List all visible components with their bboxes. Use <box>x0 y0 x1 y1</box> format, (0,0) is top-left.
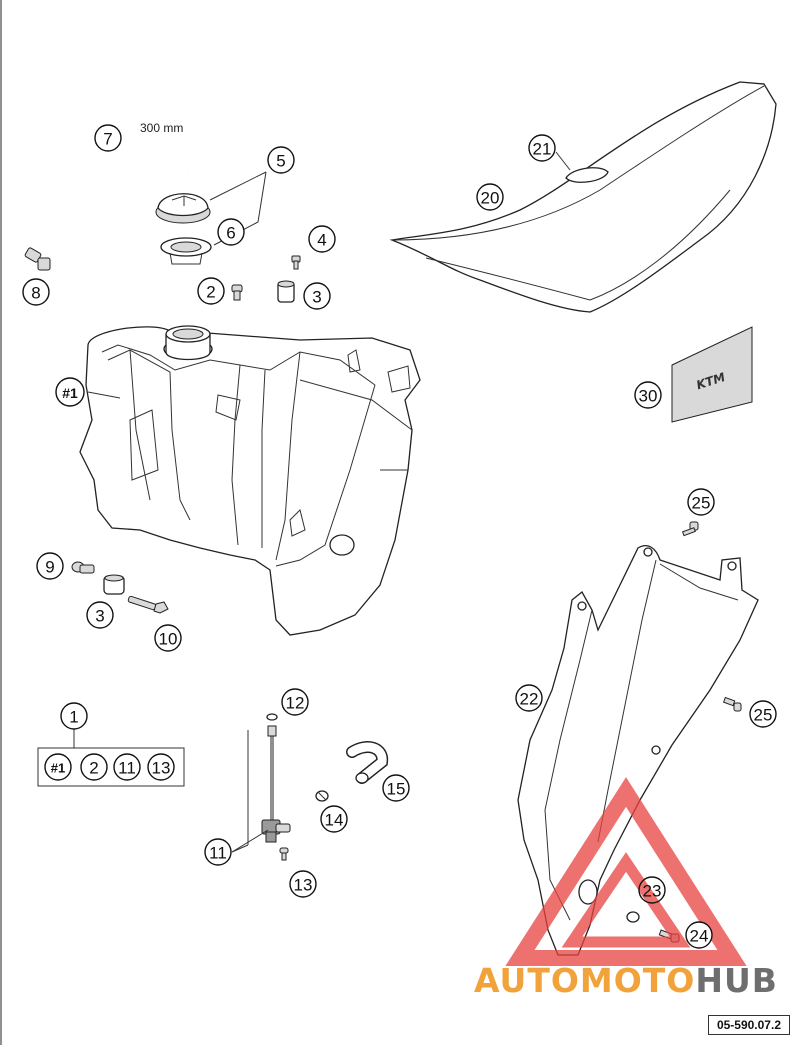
callout-1[interactable]: 1 <box>60 702 88 730</box>
svg-text:10: 10 <box>159 630 178 649</box>
callout-24[interactable]: 24 <box>685 921 713 949</box>
svg-text:24: 24 <box>690 927 709 946</box>
bolt-top <box>291 255 301 270</box>
svg-text:1: 1 <box>69 708 78 727</box>
callout-14[interactable]: 14 <box>320 805 348 833</box>
callout-11[interactable]: 11 <box>204 838 232 866</box>
callout-3-top[interactable]: 3 <box>303 282 331 310</box>
callout-10[interactable]: 10 <box>154 624 182 652</box>
callout-4[interactable]: 4 <box>308 225 336 253</box>
svg-text:20: 20 <box>481 189 500 208</box>
watermark-logo <box>505 777 747 966</box>
callout-6[interactable]: 6 <box>217 218 245 246</box>
callout-7[interactable]: 7 <box>94 124 122 152</box>
callout-22[interactable]: 22 <box>515 684 543 712</box>
callout-2-top[interactable]: 2 <box>197 277 225 305</box>
svg-text:13: 13 <box>152 759 171 778</box>
hose-length-label: 300 mm <box>140 121 183 135</box>
fuel-hose <box>346 741 389 784</box>
svg-text:15: 15 <box>387 780 406 799</box>
callout-23[interactable]: 23 <box>638 876 666 904</box>
callout-25-upper[interactable]: 25 <box>687 488 715 516</box>
screw-mid <box>71 561 95 574</box>
vent-hose <box>63 142 189 249</box>
svg-text:11: 11 <box>118 759 136 778</box>
svg-text:6: 6 <box>226 224 235 243</box>
svg-text:9: 9 <box>45 558 54 577</box>
fuel-cap <box>155 193 211 224</box>
svg-text:#1: #1 <box>51 761 65 776</box>
svg-text:4: 4 <box>317 231 326 250</box>
cap-seal <box>160 237 212 265</box>
svg-text:13: 13 <box>294 876 313 895</box>
svg-text:7: 7 <box>103 130 112 149</box>
callout-9[interactable]: 9 <box>36 552 64 580</box>
hose-clamp <box>315 790 329 802</box>
panel-bolt-right <box>722 696 742 712</box>
svg-text:2: 2 <box>206 283 215 302</box>
callout-15[interactable]: 15 <box>382 774 410 802</box>
svg-text:25: 25 <box>692 494 711 513</box>
screw-top <box>231 284 243 301</box>
bushing-top <box>277 280 295 303</box>
callout-tank[interactable]: #1 <box>55 377 85 407</box>
svg-text:2: 2 <box>89 759 98 778</box>
callout-20[interactable]: 20 <box>476 183 504 211</box>
o-ring <box>266 713 278 721</box>
leader-seat-badge <box>555 151 571 171</box>
callout-13[interactable]: 13 <box>289 870 317 898</box>
callout-30[interactable]: 30 <box>634 381 662 409</box>
callout-kit-11[interactable]: 11 <box>113 753 141 781</box>
tap-screw <box>279 847 289 861</box>
bushing-lower <box>103 574 125 595</box>
leader-tank <box>87 391 121 399</box>
svg-text:5: 5 <box>276 152 285 171</box>
seat <box>389 81 777 313</box>
svg-text:11: 11 <box>209 844 227 863</box>
panel-washer <box>626 911 640 923</box>
reference-number: 05-590.07.2 <box>707 1015 790 1035</box>
callout-3-lower[interactable]: 3 <box>86 601 114 629</box>
callout-kit-13[interactable]: 13 <box>147 753 175 781</box>
svg-text:14: 14 <box>325 811 344 830</box>
svg-text:3: 3 <box>95 607 104 626</box>
bolt-long <box>127 595 169 614</box>
svg-text:22: 22 <box>520 690 539 709</box>
elbow-fitting <box>24 247 51 271</box>
svg-text:30: 30 <box>639 387 658 406</box>
fuel-tap <box>261 725 291 843</box>
svg-text:3: 3 <box>312 288 321 307</box>
leader-lines-tap <box>231 730 269 853</box>
ktm-decal: KTM <box>671 326 753 423</box>
callout-kit-tank[interactable]: #1 <box>44 753 72 781</box>
callout-8[interactable]: 8 <box>22 278 50 306</box>
fuel-tank <box>79 325 421 636</box>
watermark-text: AUTOMOTOHUB <box>474 961 778 1000</box>
svg-text:25: 25 <box>754 706 773 725</box>
svg-text:8: 8 <box>31 284 40 303</box>
svg-text:23: 23 <box>643 882 662 901</box>
callout-12[interactable]: 12 <box>281 688 309 716</box>
svg-text:12: 12 <box>286 694 305 713</box>
svg-text:#1: #1 <box>62 385 78 401</box>
kit-contents-box <box>37 747 185 787</box>
callout-kit-2[interactable]: 2 <box>80 753 108 781</box>
svg-text:21: 21 <box>533 140 552 159</box>
callout-5[interactable]: 5 <box>267 146 295 174</box>
callout-25-right[interactable]: 25 <box>749 700 777 728</box>
panel-bolt-upper <box>681 521 699 537</box>
callout-21[interactable]: 21 <box>528 134 556 162</box>
